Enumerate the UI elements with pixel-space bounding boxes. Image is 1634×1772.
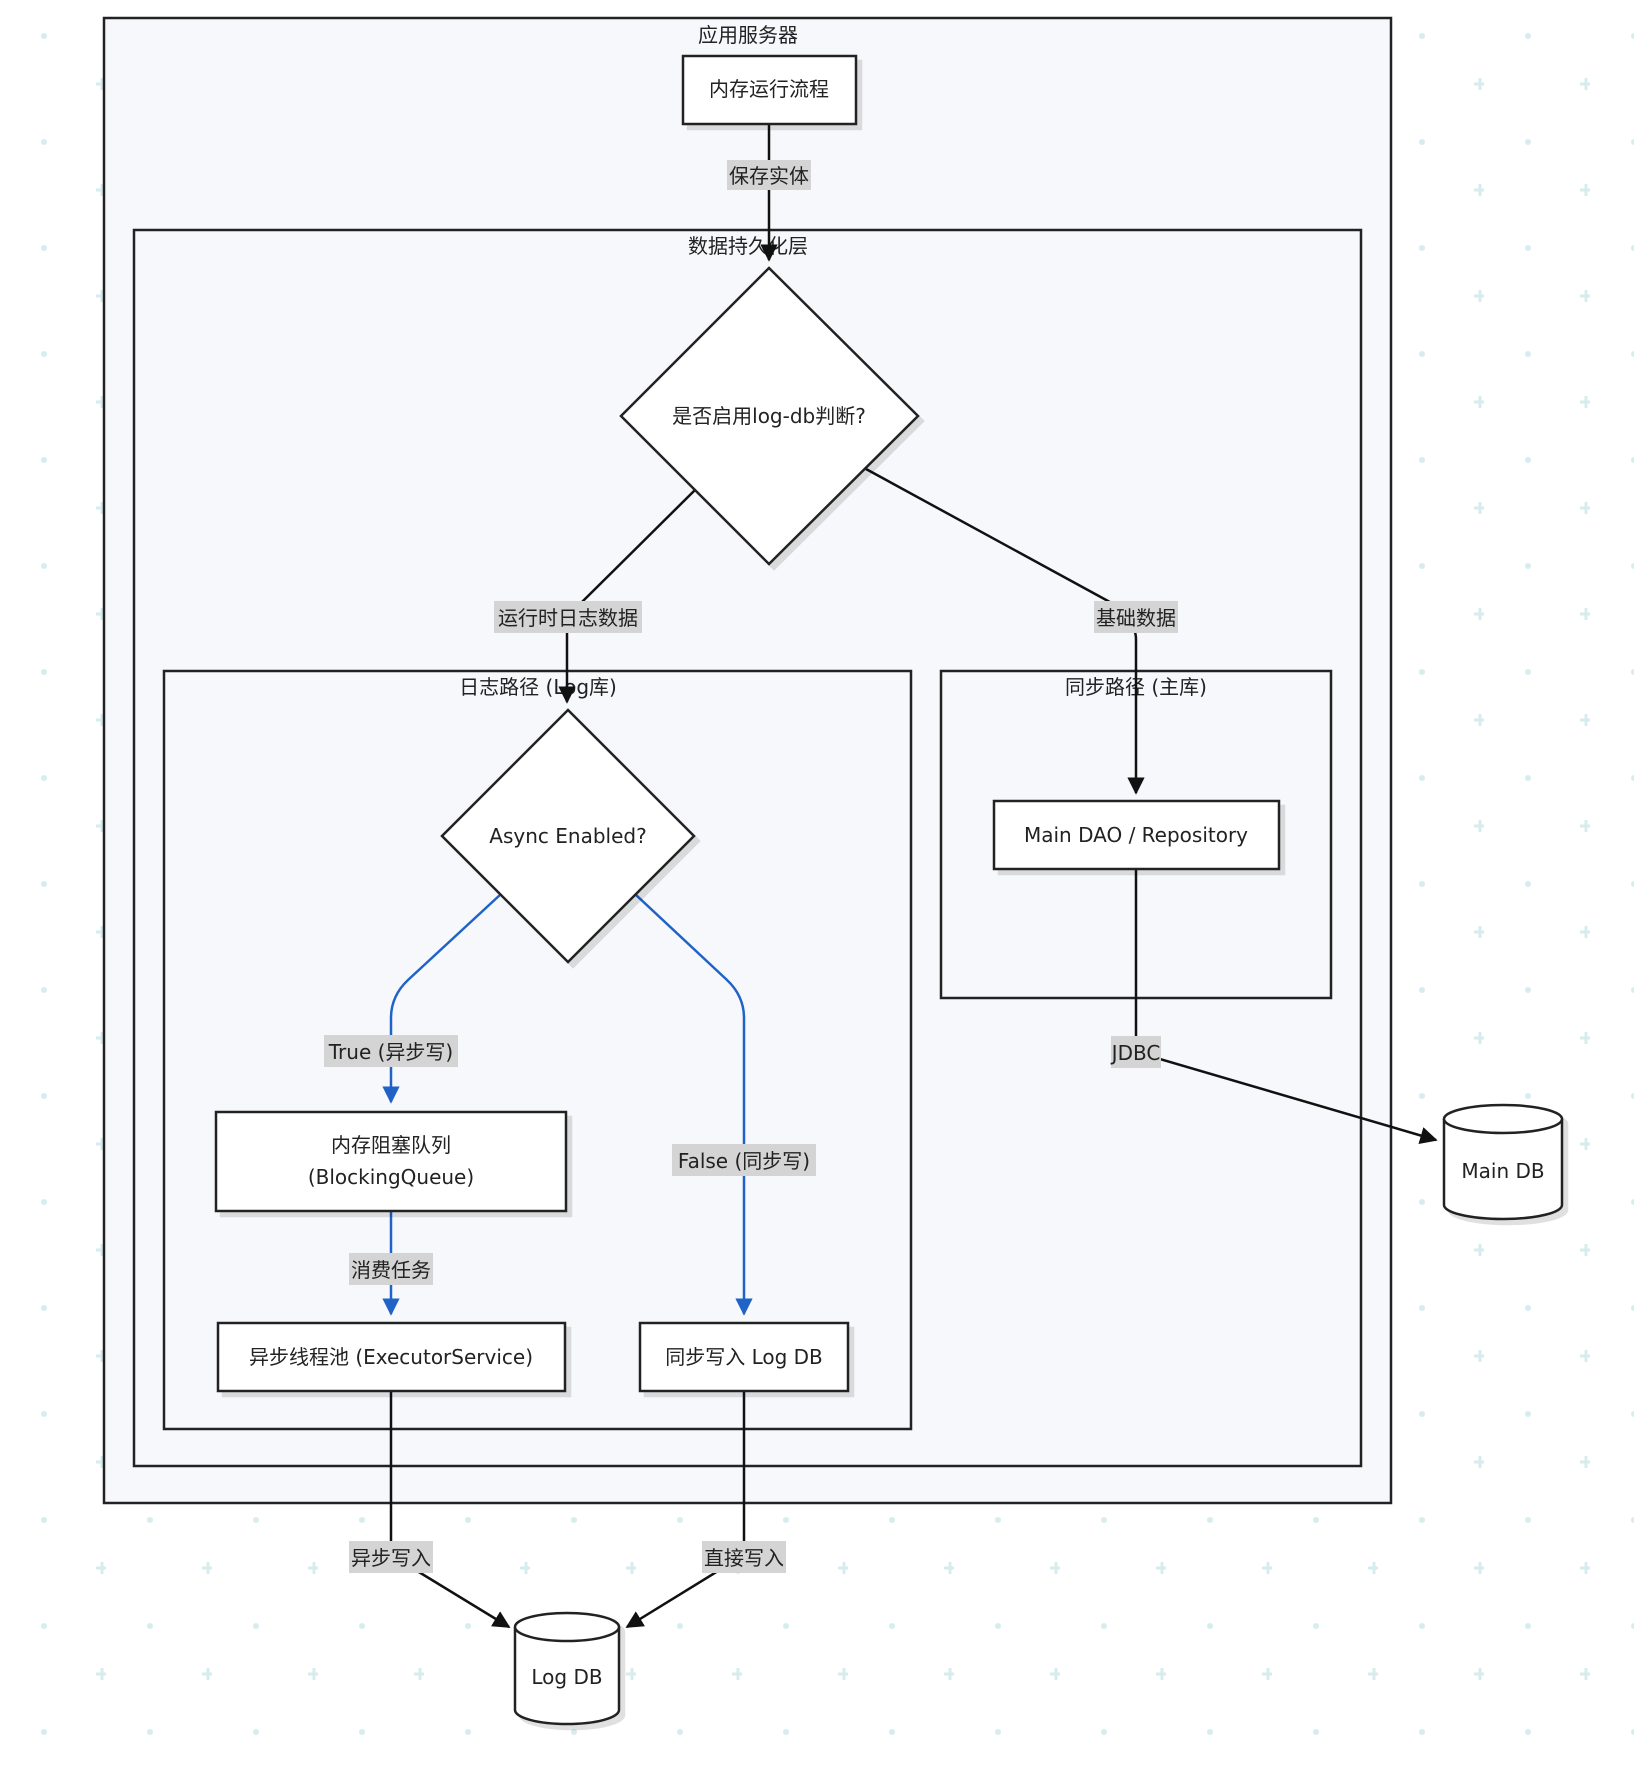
svg-text:基础数据: 基础数据 (1096, 606, 1176, 630)
node-executor-label: 异步线程池 (ExecutorService) (249, 1345, 533, 1369)
edge-label-save-entity: 保存实体 (727, 160, 811, 190)
node-memory-flow[interactable]: 内存运行流程 (681, 54, 858, 126)
svg-text:消费任务: 消费任务 (351, 1258, 431, 1282)
svg-text:False (同步写): False (同步写) (678, 1149, 810, 1173)
edge-label-runtime-log: 运行时日志数据 (494, 601, 642, 633)
node-decision-logdb-label: 是否启用log-db判断? (672, 404, 866, 428)
svg-text:保存实体: 保存实体 (729, 164, 809, 188)
svg-text:异步写入: 异步写入 (351, 1546, 431, 1570)
node-blocking-queue[interactable]: 内存阻塞队列 (BlockingQueue) (214, 1110, 568, 1213)
node-sync-write[interactable]: 同步写入 Log DB (638, 1321, 850, 1393)
edge-label-direct-write: 直接写入 (702, 1541, 786, 1573)
svg-text:JDBC: JDBC (1110, 1041, 1161, 1065)
cluster-log-path-title: 日志路径 (Log库) (459, 675, 617, 699)
node-blocking-queue-line2: (BlockingQueue) (308, 1165, 474, 1189)
svg-text:True (异步写): True (异步写) (328, 1040, 453, 1064)
edge-label-false-sync: False (同步写) (672, 1144, 816, 1176)
edge-label-consume-task: 消费任务 (349, 1253, 433, 1285)
node-async-enabled[interactable]: Async Enabled? (440, 708, 696, 964)
svg-text:直接写入: 直接写入 (704, 1546, 784, 1570)
svg-text:运行时日志数据: 运行时日志数据 (498, 606, 638, 630)
edge-false-sync (634, 893, 753, 1316)
node-log-db-label: Log DB (531, 1665, 602, 1689)
edge-label-base-data: 基础数据 (1094, 601, 1178, 633)
node-main-db-label: Main DB (1461, 1159, 1544, 1183)
node-blocking-queue-line1: 内存阻塞队列 (331, 1133, 451, 1157)
node-main-db[interactable]: Main DB (1442, 1103, 1564, 1221)
node-memory-flow-label: 内存运行流程 (709, 77, 829, 101)
edge-true-async (382, 893, 502, 1104)
node-executor[interactable]: 异步线程池 (ExecutorService) (216, 1321, 567, 1393)
cluster-persistence-title: 数据持久化层 (688, 234, 808, 258)
node-decision-logdb[interactable]: 是否启用log-db判断? (619, 266, 920, 566)
edge-label-jdbc: JDBC (1110, 1036, 1161, 1068)
node-async-enabled-label: Async Enabled? (489, 824, 646, 848)
edge-label-true-async: True (异步写) (324, 1035, 458, 1067)
node-log-db[interactable]: Log DB (513, 1611, 621, 1726)
node-main-dao-label: Main DAO / Repository (1024, 823, 1248, 847)
edge-label-async-write: 异步写入 (349, 1541, 433, 1573)
cluster-app-server-title: 应用服务器 (698, 23, 798, 47)
node-sync-write-label: 同步写入 Log DB (665, 1345, 823, 1369)
node-main-dao[interactable]: Main DAO / Repository (992, 799, 1281, 871)
